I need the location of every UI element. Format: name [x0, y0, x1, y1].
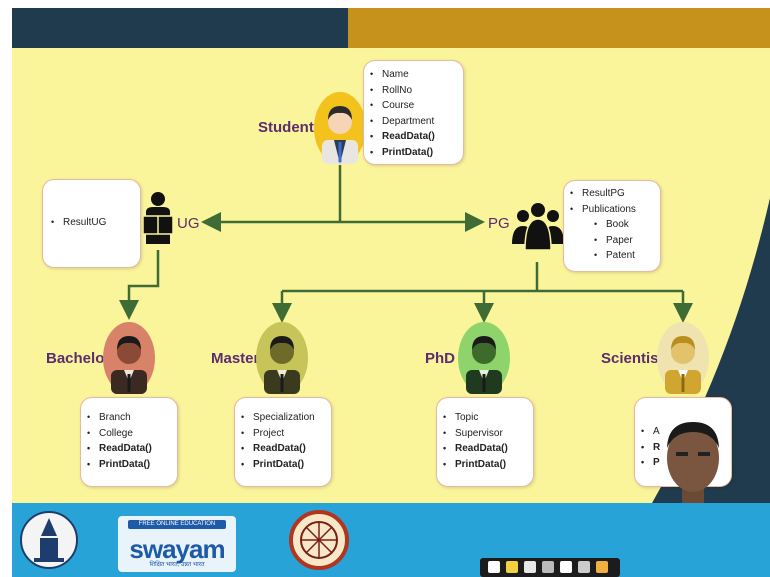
bachelor-method-printdata: PrintData() [87, 457, 177, 473]
master-avatar-icon [256, 322, 308, 394]
swayam-tagline: FREE ONLINE EDUCATION [128, 520, 226, 529]
scientist-method-fragment-r: R [641, 440, 731, 456]
pg-attribute-box: ResultPG Publications Book Paper Patent [563, 180, 661, 272]
phd-method-readdata: ReadData() [443, 441, 533, 457]
undo-tool-icon[interactable] [560, 561, 572, 573]
bachelor-label: Bachelor [46, 350, 111, 367]
phd-attr-topic: Topic [443, 410, 533, 426]
pg-attr-patent: Patent [570, 248, 660, 264]
color-tool-icon[interactable] [596, 561, 608, 573]
group-icon [512, 203, 564, 250]
pg-attr-paper: Paper [570, 233, 660, 249]
pg-attr-resultpg: ResultPG [570, 186, 660, 202]
scientist-method-fragment-p: P [641, 455, 731, 471]
student-method-readdata: ReadData() [370, 129, 463, 145]
student-attr-course: Course [370, 98, 463, 114]
highlighter-tool-icon[interactable] [506, 561, 518, 573]
pen-tool-icon[interactable] [524, 561, 536, 573]
master-attr-project: Project [241, 426, 331, 442]
swayam-logo: FREE ONLINE EDUCATION swayam शिक्षित भार… [118, 516, 236, 572]
pg-label: PG [488, 215, 510, 232]
master-attribute-box: Specialization Project ReadData() PrintD… [234, 397, 332, 487]
reading-student-icon [143, 192, 173, 244]
top-bar-left [12, 8, 348, 48]
student-method-printdata: PrintData() [370, 145, 463, 161]
pg-attr-publications: Publications [570, 202, 660, 218]
student-attribute-box: Name RollNo Course Department ReadData()… [363, 60, 464, 165]
swayam-title: swayam [129, 534, 225, 564]
scientist-label: Scientist [601, 350, 664, 367]
bachelor-avatar-icon [103, 322, 155, 394]
phd-method-printdata: PrintData() [443, 457, 533, 473]
bachelor-attr-college: College [87, 426, 177, 442]
pg-attr-book: Book [570, 217, 660, 233]
bachelor-attr-branch: Branch [87, 410, 177, 426]
master-label: Master [211, 350, 260, 367]
ug-label: UG [177, 215, 200, 232]
phd-attribute-box: Topic Supervisor ReadData() PrintData() [436, 397, 534, 487]
phd-label: PhD [425, 350, 455, 367]
student-label: Student [258, 119, 314, 136]
scientist-attr-fragment-a: A [641, 424, 731, 440]
eraser-tool-icon[interactable] [542, 561, 554, 573]
pointer-tool-icon[interactable] [488, 561, 500, 573]
student-attr-rollno: RollNo [370, 83, 463, 99]
phd-avatar-icon [458, 322, 510, 394]
master-attr-specialization: Specialization [241, 410, 331, 426]
bachelor-method-readdata: ReadData() [87, 441, 177, 457]
top-bar-right [348, 8, 770, 48]
annotation-toolbar [480, 558, 620, 577]
iit-kharagpur-logo [20, 511, 78, 569]
swayam-subtitle: शिक्षित भारत, उन्नत भारत [149, 562, 205, 568]
student-attr-department: Department [370, 114, 463, 130]
student-avatar-icon [314, 92, 366, 164]
save-tool-icon[interactable] [578, 561, 590, 573]
scientist-avatar-icon [657, 322, 709, 394]
student-attr-name: Name [370, 67, 463, 83]
ug-attribute-box: ResultUG [42, 179, 141, 268]
dark-corner-band [652, 198, 770, 503]
master-method-printdata: PrintData() [241, 457, 331, 473]
phd-attr-supervisor: Supervisor [443, 426, 533, 442]
master-method-readdata: ReadData() [241, 441, 331, 457]
ug-attr-resultug: ResultUG [51, 215, 140, 231]
nptel-logo [289, 510, 349, 570]
bachelor-attribute-box: Branch College ReadData() PrintData() [80, 397, 178, 487]
